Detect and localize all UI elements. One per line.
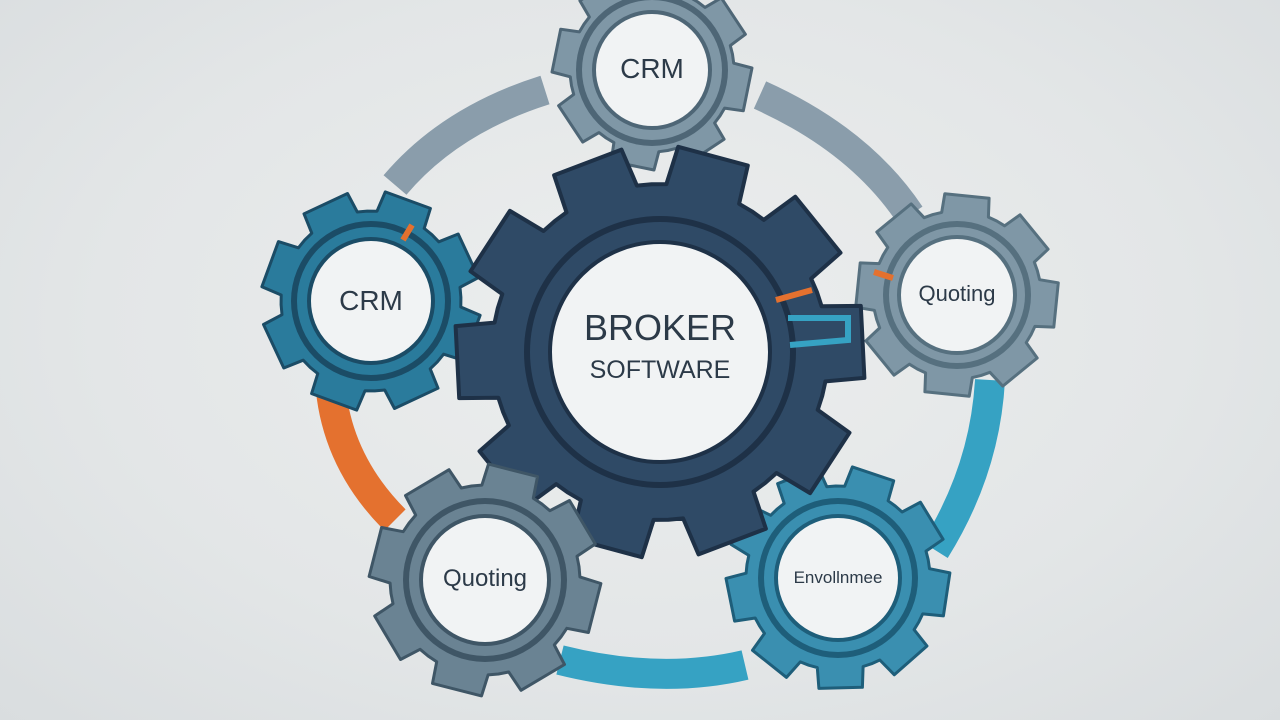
gears-layer <box>260 0 1060 698</box>
gear-quoting-right <box>854 192 1060 398</box>
arc-teal-bottom <box>556 645 749 689</box>
module-label-quoting-right: Quoting <box>918 281 995 306</box>
gear-crm-left <box>260 190 482 412</box>
center-title-line2: SOFTWARE <box>590 356 731 384</box>
module-label-crm-left: CRM <box>339 285 403 316</box>
gear-broker-software-label-disc <box>548 240 772 464</box>
arc-gray-left <box>383 75 550 195</box>
gear-quoting-bottom-label-disc <box>419 514 551 646</box>
gear-quoting-bottom <box>367 462 603 698</box>
module-label-quoting-bottom: Quoting <box>443 565 527 592</box>
gear-quoting-right-label-disc <box>897 235 1017 355</box>
gear-enrollment-label-disc <box>774 514 902 642</box>
arc-gray-right <box>753 81 923 224</box>
accent-teal-center <box>788 315 851 348</box>
gear-enrollment <box>724 465 952 690</box>
module-label-enrollment: Envollnmee <box>794 568 883 587</box>
arc-teal-right <box>922 379 1005 558</box>
module-label-crm-top: CRM <box>620 53 684 84</box>
gear-crm-left-label-disc <box>307 237 435 365</box>
gear-crm-top <box>550 0 754 172</box>
accent-orange-center <box>775 287 813 303</box>
gear-crm-top-label-disc <box>592 10 712 130</box>
accent-orange-left <box>400 223 415 242</box>
accent-orange-right <box>873 269 894 281</box>
center-title-line1: BROKER <box>584 307 736 348</box>
gear-broker-software <box>453 144 867 560</box>
